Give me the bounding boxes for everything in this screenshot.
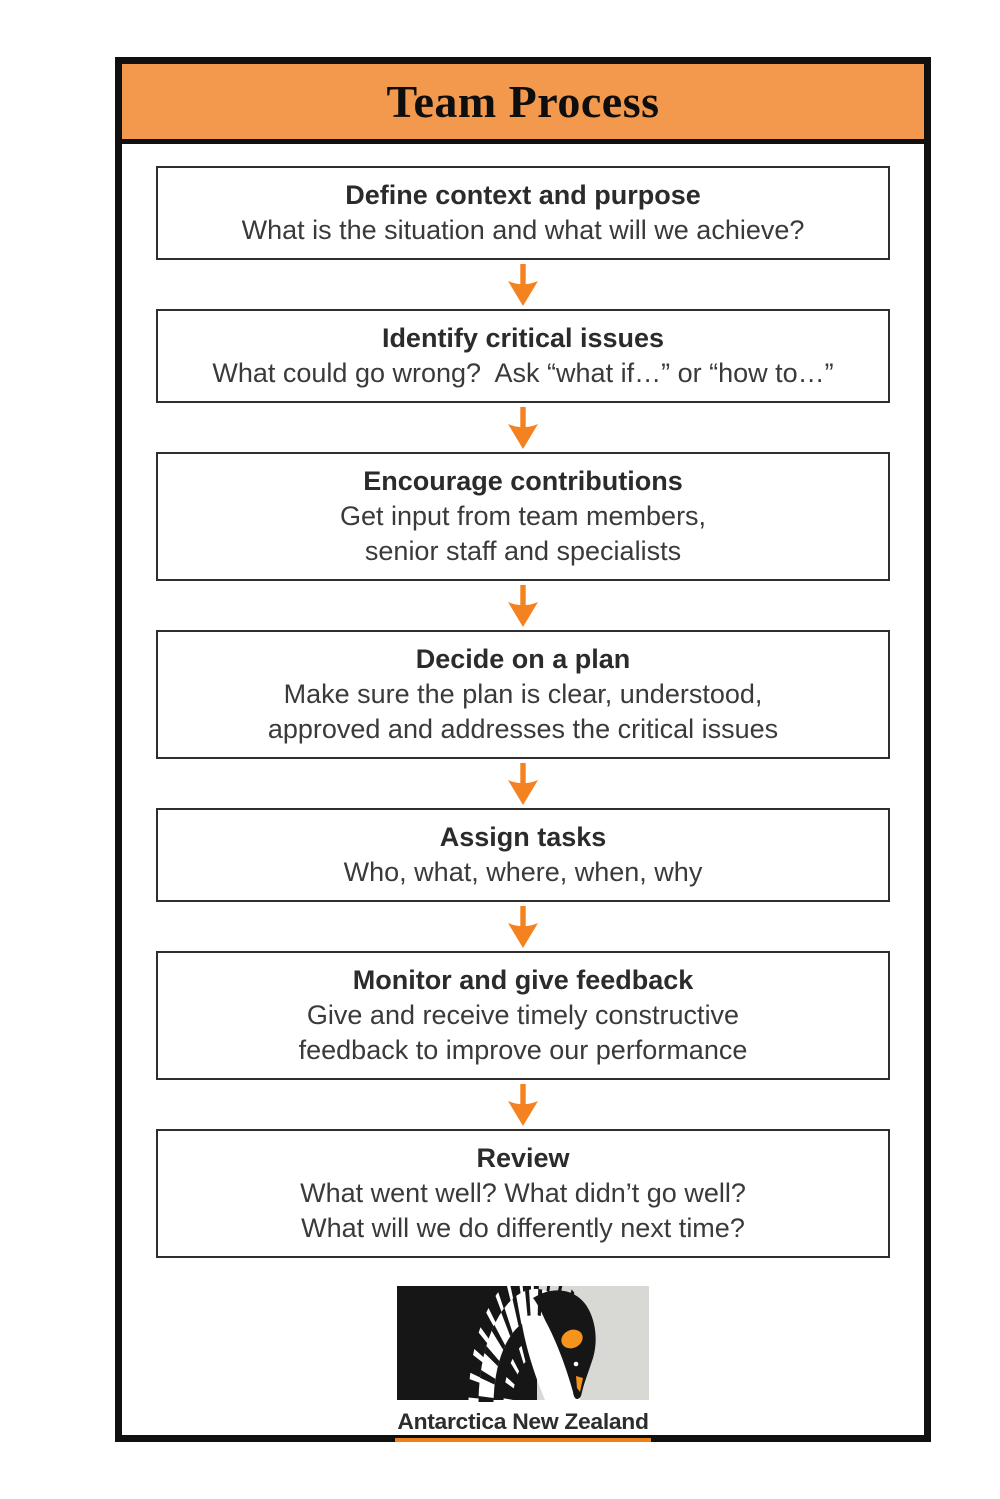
step-title: Identify critical issues bbox=[381, 323, 665, 353]
process-step-box: Decide on a plan Make sure the plan is c… bbox=[156, 630, 890, 759]
down-arrow-icon bbox=[508, 263, 538, 306]
flow-connector bbox=[507, 1080, 539, 1129]
step-description-line: Get input from team members, bbox=[339, 501, 707, 531]
logo-underline bbox=[395, 1438, 651, 1442]
team-process-diagram: Team Process Define context and purpose … bbox=[115, 57, 931, 1442]
step-description-line: What went well? What didn’t go well? bbox=[300, 1178, 746, 1208]
flow-connector bbox=[507, 759, 539, 808]
step-title: Decide on a plan bbox=[415, 644, 631, 674]
logo-wordmark: Antarctica New Zealand bbox=[397, 1409, 649, 1434]
penguin-logo-image: Antarctica New Zealand bbox=[395, 1284, 651, 1442]
down-arrow-icon bbox=[508, 762, 538, 805]
antarctica-nz-logo: Antarctica New Zealand bbox=[122, 1284, 924, 1442]
step-description-line: Who, what, where, when, why bbox=[343, 857, 703, 887]
flow-connector bbox=[507, 260, 539, 309]
step-title: Review bbox=[476, 1143, 570, 1173]
step-description-line: senior staff and specialists bbox=[364, 536, 682, 566]
down-arrow-icon bbox=[508, 905, 538, 948]
step-description-line: What will we do differently next time? bbox=[301, 1213, 745, 1243]
penguin-beak-accent bbox=[576, 1376, 583, 1392]
diagram-header: Team Process bbox=[122, 64, 924, 144]
process-step-box: Identify critical issues What could go w… bbox=[156, 309, 890, 403]
process-step-box: Encourage contributions Get input from t… bbox=[156, 452, 890, 581]
step-description-line: What could go wrong? Ask “what if…” or “… bbox=[212, 358, 834, 388]
flow-connector bbox=[507, 902, 539, 951]
process-step-box: Define context and purpose What is the s… bbox=[156, 166, 890, 260]
process-step-box: Review What went well? What didn’t go we… bbox=[156, 1129, 890, 1258]
down-arrow-icon bbox=[508, 1083, 538, 1126]
flow-connector bbox=[507, 403, 539, 452]
penguin-ear-patch bbox=[561, 1329, 583, 1349]
diagram-title: Team Process bbox=[386, 76, 660, 127]
step-title: Assign tasks bbox=[439, 822, 607, 852]
down-arrow-icon bbox=[508, 406, 538, 449]
penguin-eye bbox=[573, 1361, 579, 1367]
process-step-box: Assign tasks Who, what, where, when, why bbox=[156, 808, 890, 902]
step-description-line: approved and addresses the critical issu… bbox=[267, 714, 779, 744]
step-title: Monitor and give feedback bbox=[352, 965, 694, 995]
step-description-line: Give and receive timely constructive bbox=[306, 1000, 740, 1030]
penguin-icon bbox=[397, 1286, 649, 1405]
step-description-line: What is the situation and what will we a… bbox=[241, 215, 805, 245]
step-title: Define context and purpose bbox=[345, 180, 701, 210]
process-flow: Define context and purpose What is the s… bbox=[122, 166, 924, 1258]
step-description-line: Make sure the plan is clear, understood, bbox=[283, 679, 763, 709]
step-description-line: feedback to improve our performance bbox=[298, 1035, 748, 1065]
step-title: Encourage contributions bbox=[363, 466, 683, 496]
process-step-box: Monitor and give feedback Give and recei… bbox=[156, 951, 890, 1080]
flow-connector bbox=[507, 581, 539, 630]
down-arrow-icon bbox=[508, 584, 538, 627]
